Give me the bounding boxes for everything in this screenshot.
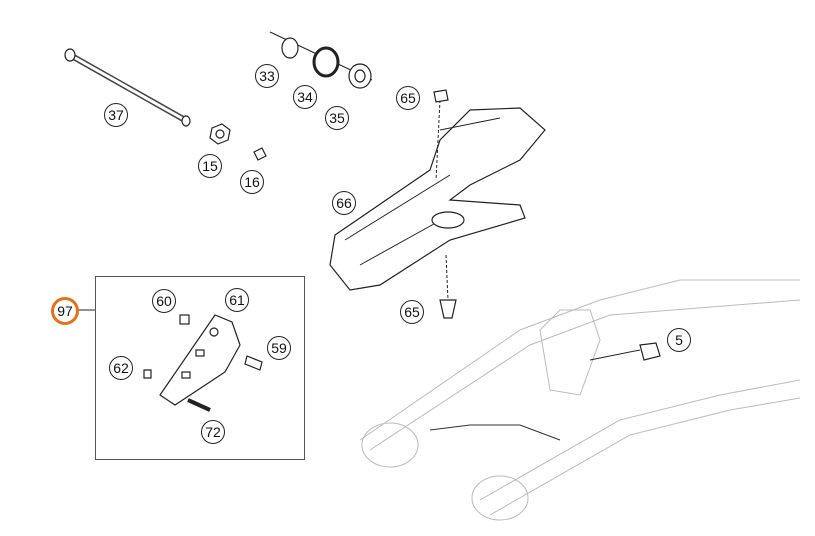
callout-5[interactable]: 5 [667, 328, 691, 352]
bearing-set-part [269, 31, 373, 89]
callout-33[interactable]: 33 [255, 64, 279, 88]
callout-34[interactable]: 34 [293, 85, 317, 109]
callout-65-bottom[interactable]: 65 [400, 300, 424, 324]
callout-65-top[interactable]: 65 [396, 86, 420, 110]
kit-nut-part [143, 369, 152, 379]
nut-part [209, 123, 231, 145]
kit-frame [95, 276, 305, 460]
callout-61[interactable]: 61 [225, 288, 249, 312]
callout-72[interactable]: 72 [201, 420, 225, 444]
chain-guide-part [329, 107, 546, 291]
callout-37[interactable]: 37 [104, 103, 128, 127]
screw-bottom-part [439, 254, 457, 319]
callout-59[interactable]: 59 [267, 336, 291, 360]
bolt-part [589, 342, 661, 361]
callout-60[interactable]: 60 [152, 289, 176, 313]
kit-bolt-part [187, 398, 211, 412]
callout-35[interactable]: 35 [325, 106, 349, 130]
axle-part [64, 48, 191, 127]
kit-bolt-right-part [244, 355, 263, 371]
swingarm-outline [359, 279, 801, 521]
callout-66[interactable]: 66 [332, 191, 356, 215]
callout-97[interactable]: 97 [51, 297, 79, 325]
callout-15[interactable]: 15 [198, 154, 222, 178]
callout-62[interactable]: 62 [109, 356, 133, 380]
cap-part [253, 147, 267, 161]
kit-pin-part [179, 314, 190, 325]
screw-top-part [433, 89, 449, 181]
kit-bracket-part [159, 314, 241, 406]
callout-16[interactable]: 16 [240, 170, 264, 194]
